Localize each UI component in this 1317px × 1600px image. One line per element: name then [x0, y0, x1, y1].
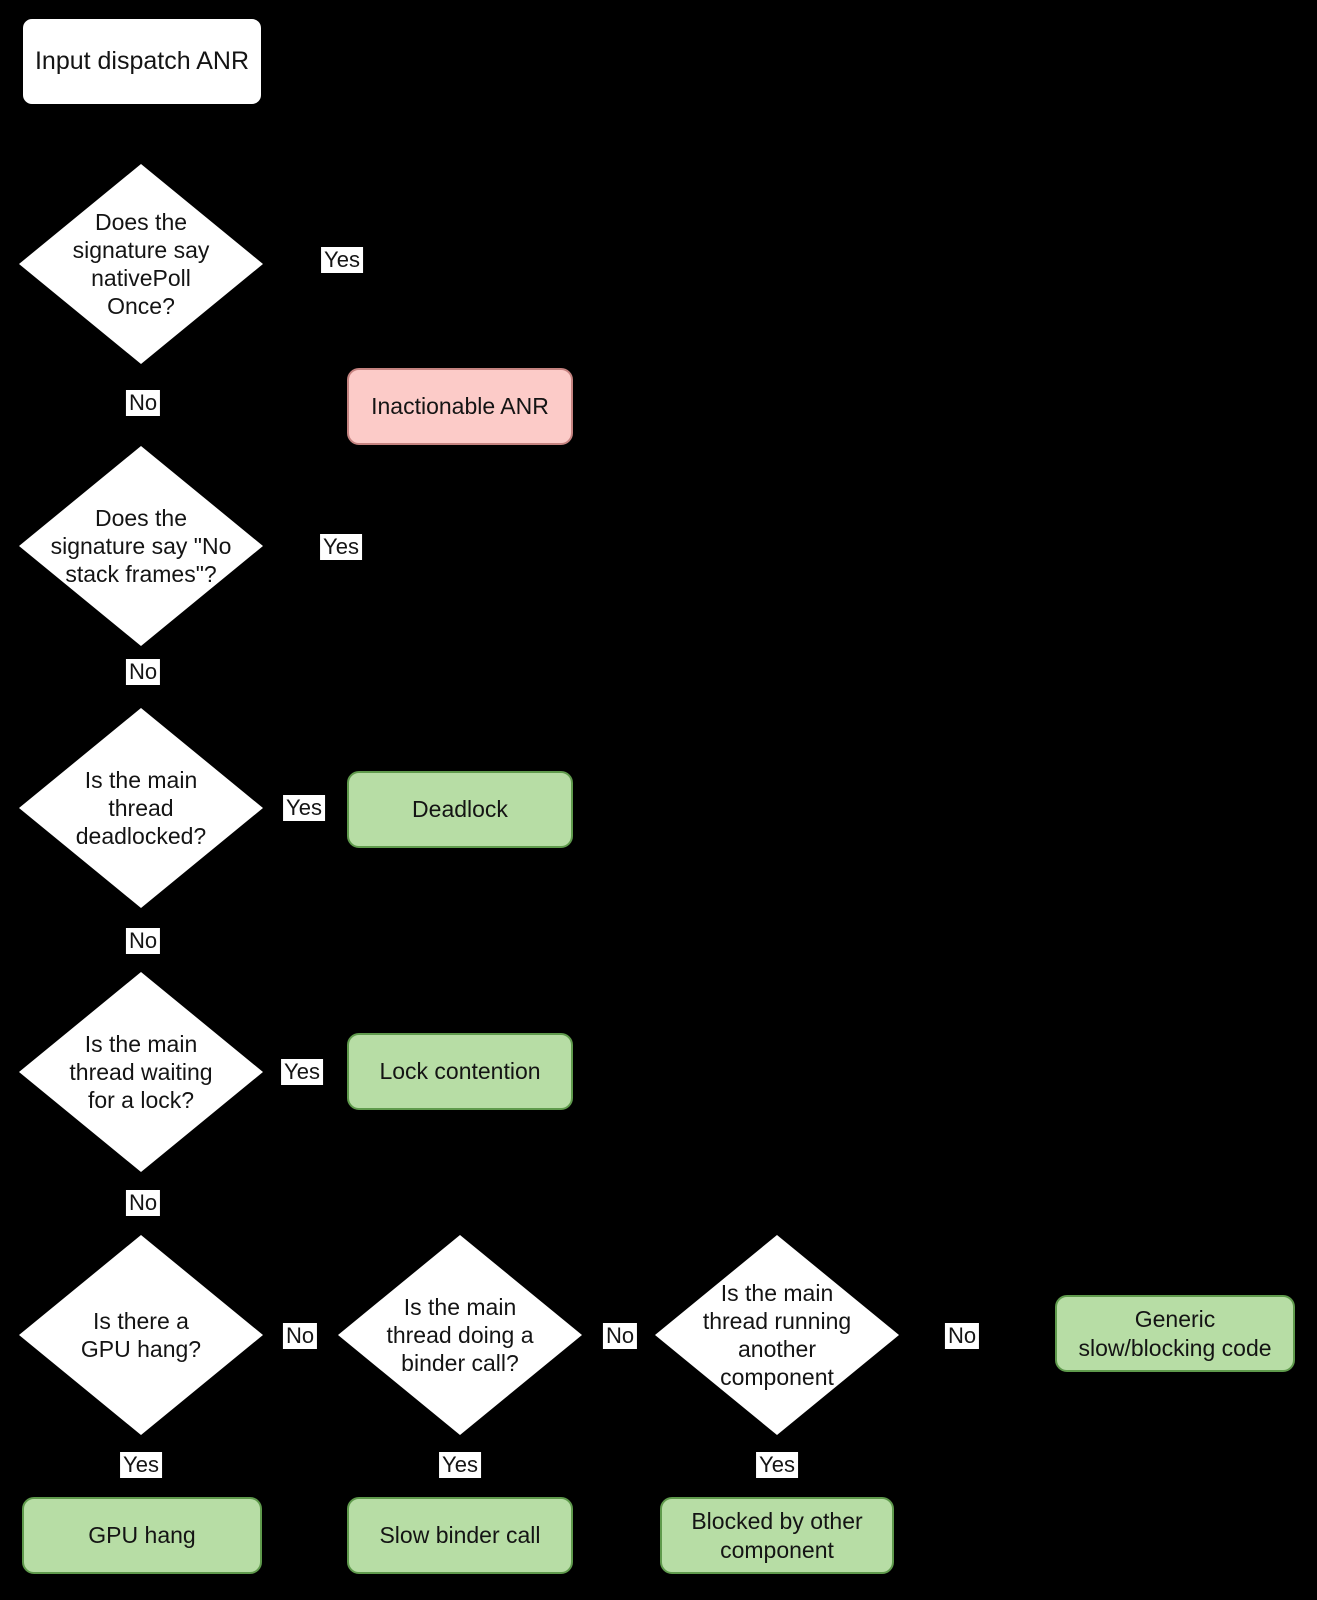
- outcome-text: Lock contention: [379, 1058, 541, 1084]
- outcome-blocked-by-other-component: Blocked by other component: [660, 1497, 894, 1574]
- decision-text: Is there a GPU hang?: [80, 1308, 202, 1362]
- decision-text: Does the signature say nativePoll Once?: [72, 209, 210, 319]
- decision-binder-call: Is the main thread doing a binder call?: [338, 1235, 582, 1435]
- outcome-lock-contention: Lock contention: [347, 1033, 573, 1110]
- outcome-slow-binder-call: Slow binder call: [347, 1497, 573, 1574]
- decision-text: Is the main thread doing a binder call?: [386, 1294, 534, 1376]
- edge-label-yes-no-stack-frames: Yes: [320, 534, 362, 560]
- edge-label-no-native-poll: No: [125, 390, 161, 416]
- outcome-text: Generic slow/blocking code: [1078, 1305, 1272, 1361]
- decision-text: Is the main thread waiting for a lock?: [69, 1031, 213, 1113]
- edge-label-no-waiting-lock: No: [125, 1190, 161, 1216]
- outcome-generic-slow-blocking-code: Generic slow/blocking code: [1055, 1295, 1295, 1372]
- decision-no-stack-frames: Does the signature say "No stack frames"…: [19, 446, 263, 646]
- edge-label-yes-native-poll: Yes: [321, 247, 363, 273]
- edge-label-no-deadlocked: No: [125, 928, 161, 954]
- edge-label-no-no-stack-frames: No: [125, 659, 161, 685]
- edge-label-yes-binder-call: Yes: [439, 1452, 481, 1478]
- decision-main-thread-waiting-lock: Is the main thread waiting for a lock?: [19, 972, 263, 1172]
- start-node-label: Input dispatch ANR: [34, 47, 249, 75]
- edge-label-no-other-component: No: [944, 1323, 980, 1349]
- outcome-deadlock: Deadlock: [347, 771, 573, 848]
- outcome-text: Blocked by other component: [691, 1507, 863, 1563]
- edge-label-yes-other-component: Yes: [756, 1452, 798, 1478]
- edge-label-no-gpu-hang: No: [282, 1323, 318, 1349]
- decision-text: Is the main thread deadlocked?: [75, 767, 207, 849]
- edge-label-yes-gpu-hang: Yes: [120, 1452, 162, 1478]
- outcome-text: Slow binder call: [379, 1522, 541, 1548]
- outcome-text: Inactionable ANR: [371, 393, 549, 419]
- decision-gpu-hang: Is there a GPU hang?: [19, 1235, 263, 1435]
- outcome-text: Deadlock: [412, 796, 508, 822]
- start-node-input-dispatch-anr: Input dispatch ANR: [22, 18, 262, 105]
- outcome-inactionable-anr: Inactionable ANR: [347, 368, 573, 445]
- decision-text: Is the main thread running another compo…: [702, 1280, 852, 1390]
- decision-native-poll-once: Does the signature say nativePoll Once?: [19, 164, 263, 364]
- outcome-text: GPU hang: [88, 1522, 196, 1548]
- decision-running-other-component: Is the main thread running another compo…: [655, 1235, 899, 1435]
- decision-text: Does the signature say "No stack frames"…: [50, 505, 232, 587]
- outcome-gpu-hang: GPU hang: [22, 1497, 262, 1574]
- edge-label-yes-deadlocked: Yes: [283, 795, 325, 821]
- decision-main-thread-deadlocked: Is the main thread deadlocked?: [19, 708, 263, 908]
- edge-label-yes-waiting-lock: Yes: [281, 1059, 323, 1085]
- edge-label-no-binder-call: No: [602, 1323, 638, 1349]
